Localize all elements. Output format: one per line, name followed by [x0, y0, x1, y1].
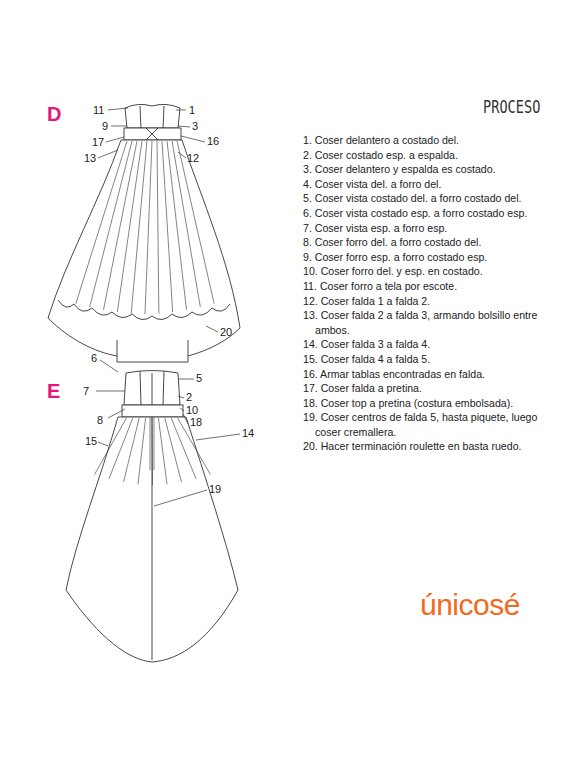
- process-step: 18. Coser top a pretina (costura embolsa…: [303, 396, 565, 411]
- process-step: 12. Coser falda 1 a falda 2.: [303, 294, 565, 309]
- process-step: 11. Coser forro a tela por escote.: [303, 279, 565, 294]
- view-letter: E: [47, 381, 60, 401]
- brand-logo: únicosé: [420, 590, 520, 620]
- pleat-line: [76, 141, 127, 304]
- pleat-line: [157, 141, 159, 314]
- view-letter: D: [47, 104, 61, 124]
- callout-number: 1: [189, 105, 195, 116]
- pleat-line: [117, 141, 142, 312]
- pleat-line: [167, 141, 187, 310]
- pleat-line: [162, 141, 173, 312]
- callout-number: 20: [220, 327, 232, 338]
- callout-number: 2: [186, 392, 192, 403]
- process-step: 14. Coser falda 3 a falda 4.: [303, 337, 565, 352]
- dress-back: [66, 371, 238, 663]
- callout-number: 6: [91, 353, 97, 364]
- process-step: 3. Coser delantero y espalda es costado.: [303, 162, 565, 177]
- callout-number: 7: [83, 386, 89, 397]
- process-step: 5. Coser vista costado del. a forro cost…: [303, 191, 565, 206]
- pleat-line: [158, 418, 167, 484]
- process-step: 20. Hacer terminación roulette en basta …: [303, 439, 565, 454]
- dress-front: [48, 104, 240, 362]
- process-step: 10. Coser forro del. y esp. en costado.: [303, 264, 565, 279]
- process-step: 16. Armar tablas encontradas en falda.: [303, 367, 565, 382]
- process-step: 2. Coser costado esp. a espalda.: [303, 148, 565, 163]
- sheet-title: PROCESO: [483, 99, 540, 116]
- pleat-line: [138, 418, 146, 484]
- pleat-line: [165, 418, 182, 482]
- pleat-line: [109, 418, 133, 479]
- callout-number: 15: [85, 436, 97, 447]
- callout-number: 13: [84, 153, 96, 164]
- pleat-line: [178, 418, 211, 475]
- process-step: 13. Coser falda 2 a falda 3, armando bol…: [303, 308, 565, 337]
- process-step: 4. Coser vista del. a forro del.: [303, 177, 565, 192]
- callout-number: 14: [242, 428, 254, 439]
- callout-number: 16: [207, 136, 219, 147]
- process-list: 1. Coser delantero a costado del.2. Cose…: [303, 133, 565, 454]
- process-step: 6. Coser vista costado esp. a forro cost…: [303, 206, 565, 221]
- pleat-line: [124, 418, 140, 482]
- process-step: 1. Coser delantero a costado del.: [303, 133, 565, 148]
- process-step: 7. Coser vista esp. a forro esp.: [303, 221, 565, 236]
- pleat-line: [104, 141, 138, 310]
- callout-number: 5: [196, 373, 202, 384]
- callout-number: 8: [97, 415, 103, 426]
- pleat-line: [90, 141, 132, 307]
- callout-number: 3: [192, 121, 198, 132]
- process-step: 9. Coser forro esp. a forro costado esp.: [303, 250, 565, 265]
- pleat-line: [177, 141, 214, 304]
- process-step: 17. Coser falda a pretina.: [303, 381, 565, 396]
- callout-number: 17: [92, 137, 104, 148]
- callout-number: 9: [102, 121, 108, 132]
- pleat-line: [131, 141, 147, 314]
- callout-number: 10: [186, 405, 198, 416]
- process-step: 15. Coser falda 4 a falda 5.: [303, 352, 565, 367]
- callout-number: 12: [187, 153, 199, 164]
- callout-number: 18: [190, 417, 202, 428]
- callout-number: 11: [93, 105, 104, 116]
- pleat-line: [145, 141, 152, 314]
- leader-lines: [96, 108, 240, 506]
- callout-number: 19: [209, 484, 221, 495]
- process-step: 8. Coser forro del. a forro costado del.: [303, 235, 565, 250]
- pleat-line: [152, 418, 154, 485]
- process-step: 19. Coser centros de falda 5, hasta piqu…: [303, 410, 565, 439]
